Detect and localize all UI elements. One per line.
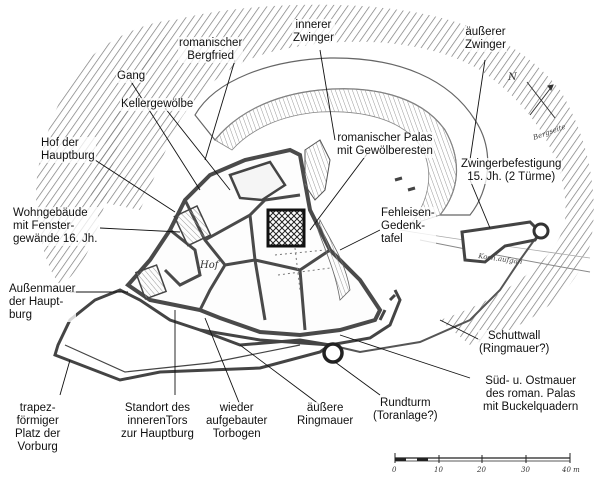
scale-tick-10: 10 <box>434 466 443 474</box>
label-romanischer-bergfried: romanischer Bergfried <box>178 37 244 63</box>
wohngebaeude-block <box>173 205 212 247</box>
label-aeussere-ringmauer: äußere Ringmauer <box>296 402 355 428</box>
scale-unit: 40 m <box>561 466 580 474</box>
leader-lines <box>59 49 491 406</box>
label-zwingerbefestigung: Zwingerbefestigung 15. Jh. (2 Türme) <box>460 158 563 184</box>
label-schuttwall: Schuttwall (Ringmauer?) <box>478 330 551 356</box>
label-aussenmauer: Außenmauer der Haupt- burg <box>8 283 77 322</box>
label-kellergewoelbe: Kellergewölbe <box>120 98 195 111</box>
label-wieder-aufgebauter-torbogen: wieder aufgebauter Torbogen <box>205 402 269 441</box>
vorburg-inner-wall <box>64 344 301 373</box>
label-trapez-platz-vorburg: trapez- förmiger Platz der Vorburg <box>14 402 62 454</box>
label-rundturm: Rundturm (Toranlage?) <box>372 397 439 423</box>
compass-rose <box>526 81 556 119</box>
label-hof-der-hauptburg: Hof der Hauptburg <box>40 137 96 163</box>
compass-n-label: N <box>507 72 518 83</box>
rock-outcrop-2 <box>317 218 351 301</box>
scale-tick-0: 0 <box>392 466 397 474</box>
path-plan-label: Koch.aufgan <box>477 252 524 266</box>
wohngebaeude-block-2 <box>134 264 168 300</box>
label-standort-inneres-tor: Standort des innerenTors zur Hauptburg <box>120 402 195 441</box>
zwinger-tower <box>532 222 550 240</box>
label-romanischer-palas: romanischer Palas mit Gewölberesten <box>336 132 434 158</box>
internal-walls <box>163 193 331 331</box>
label-sued-ostmauer: Süd- u. Ostmauer des roman. Palas mit Bu… <box>482 375 580 414</box>
label-gang: Gang <box>116 70 147 83</box>
label-fehleisen-gedenktafel: Fehleisen- Gedenk- tafel <box>380 207 436 246</box>
kellergewoelbe-structure <box>228 160 287 202</box>
scale-bar <box>394 453 571 463</box>
scale-tick-20: 20 <box>476 466 486 474</box>
vorburg-outline <box>53 288 334 382</box>
rock-outcrop <box>304 139 331 201</box>
inner-zwinger-walls <box>378 176 416 321</box>
bergfried-tower <box>266 208 306 248</box>
outer-ring-wall-2 <box>329 231 541 354</box>
hof-plan-label: Hof <box>199 260 221 271</box>
scale-tick-30: 30 <box>521 466 530 474</box>
rundturm <box>322 342 344 364</box>
zwinger-fortification <box>460 220 542 264</box>
zwinger-inner-hatch <box>214 88 457 226</box>
label-ausserer-zwinger: äußerer Zwinger <box>464 26 507 52</box>
path-line <box>419 239 591 273</box>
label-wohngebaeude: Wohngebäude mit Fenster- gewände 16. Jh. <box>12 207 99 246</box>
label-innerer-zwinger: innerer Zwinger <box>292 19 335 45</box>
outer-ring-wall <box>199 289 402 347</box>
palas-vaults <box>274 247 331 291</box>
